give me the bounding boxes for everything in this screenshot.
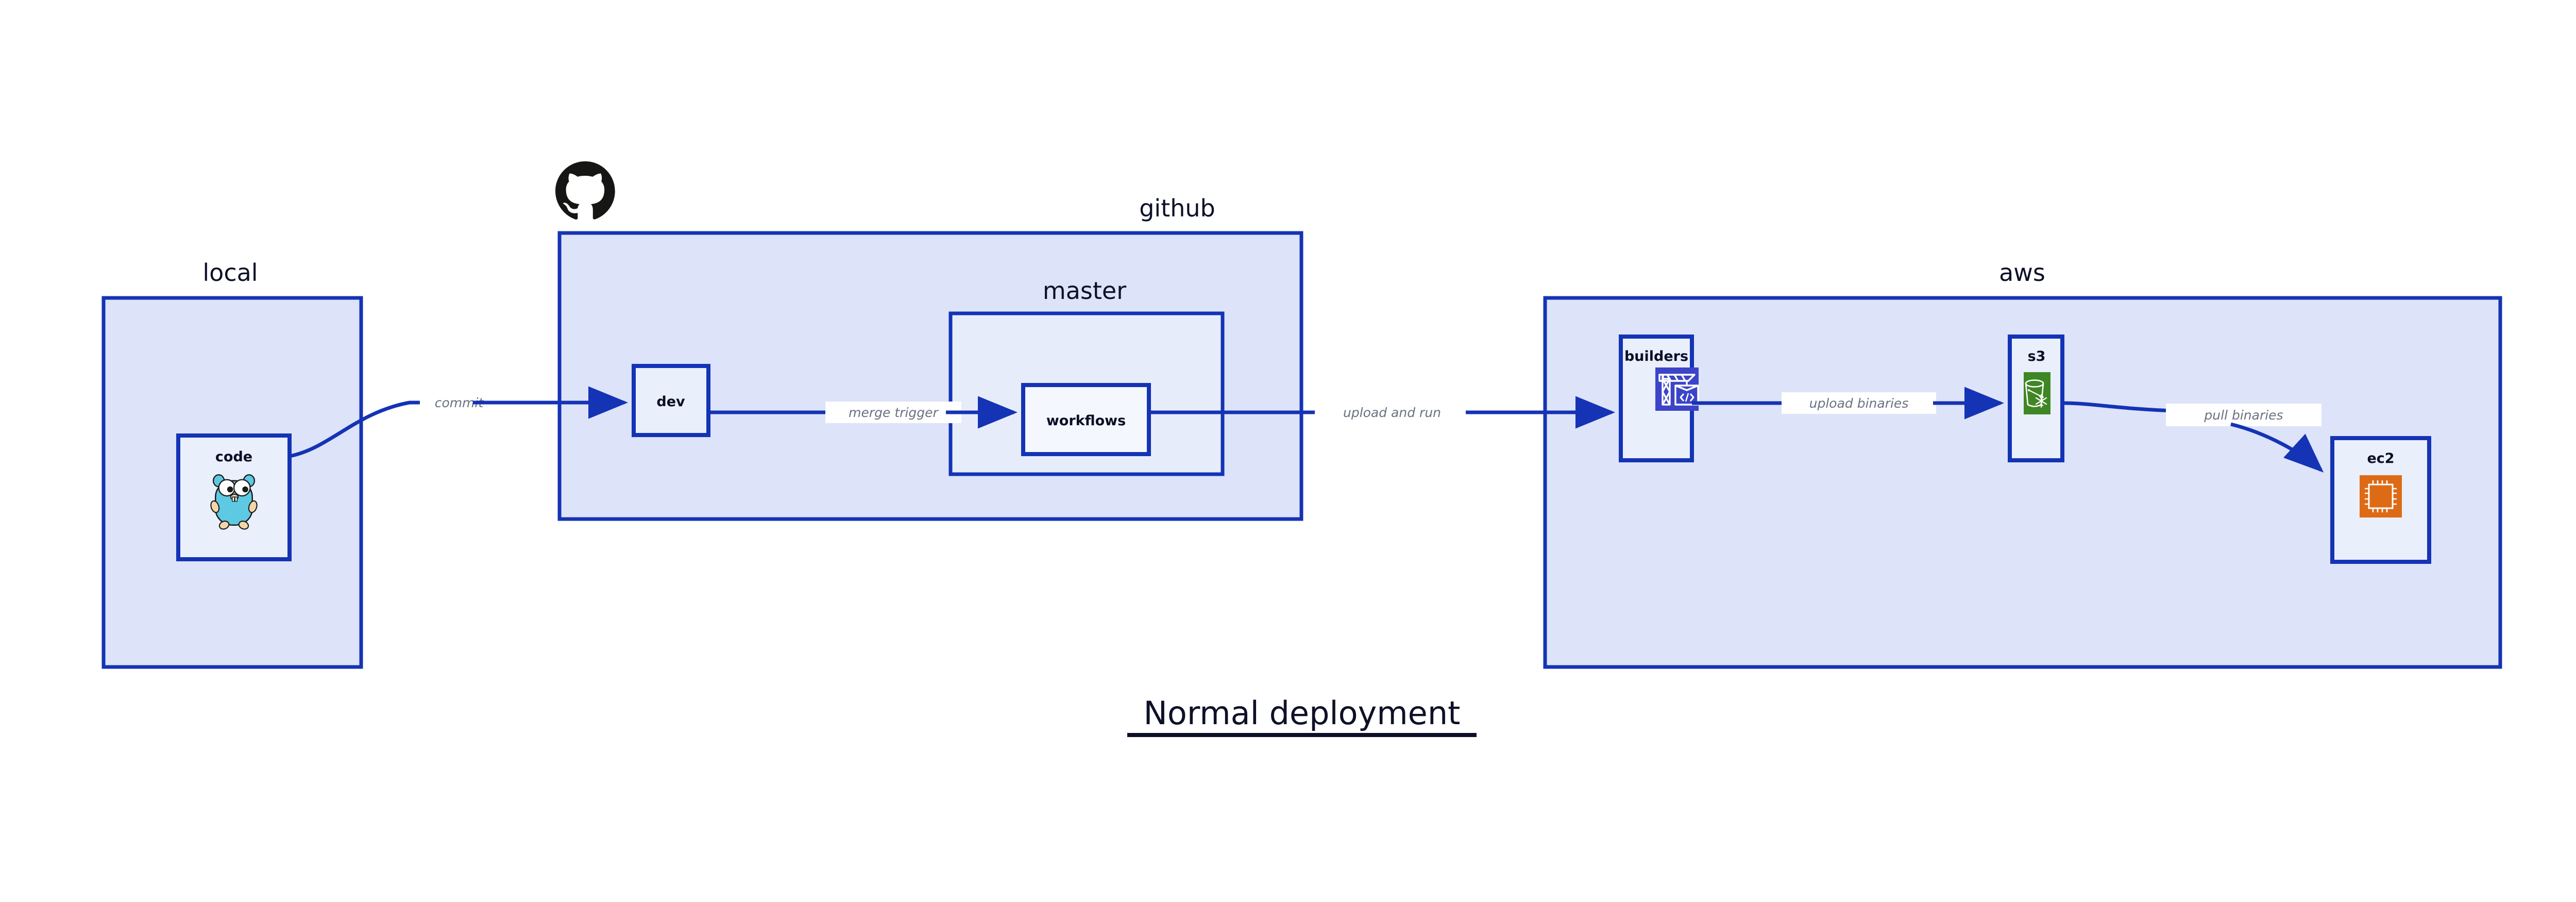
edge-label-pull-binaries: pull binaries bbox=[2204, 408, 2283, 423]
node-box-workflows[interactable] bbox=[1021, 383, 1151, 456]
edge-path-commit bbox=[289, 400, 446, 458]
node-code[interactable]: code bbox=[176, 433, 292, 561]
edge-merge-trigger: merge trigger bbox=[708, 396, 1018, 429]
node-label-dev: dev bbox=[656, 394, 685, 410]
node-ec2[interactable]: ec2 bbox=[2330, 436, 2431, 564]
group-local: local code bbox=[101, 259, 363, 669]
node-workflows[interactable]: workflows bbox=[1021, 383, 1151, 456]
aws-s3-glacier-icon bbox=[2024, 372, 2050, 414]
edge-commit: commit bbox=[289, 386, 628, 458]
diagram-title-underline bbox=[1127, 733, 1477, 737]
node-label-ec2: ec2 bbox=[2367, 450, 2394, 466]
group-label-github: github bbox=[1139, 194, 1215, 222]
edge-label-upload-binaries: upload binaries bbox=[1809, 396, 1909, 411]
node-label-s3: s3 bbox=[2028, 348, 2046, 364]
edge-label-bg-pull-binaries bbox=[2166, 404, 2321, 426]
edge-arrow-pull-binaries bbox=[2230, 422, 2324, 473]
edge-pull-binaries: pull binaries bbox=[2062, 401, 2324, 473]
node-label-workflows: workflows bbox=[1046, 413, 1126, 429]
edge-upload-and-run: upload and run bbox=[1149, 396, 1615, 429]
diagram-title: Normal deployment bbox=[1144, 694, 1461, 732]
group-label-aws: aws bbox=[1999, 259, 2045, 287]
node-box-dev[interactable] bbox=[632, 364, 710, 437]
edge-label-bg-merge-trigger bbox=[825, 402, 961, 423]
edge-label-bg-upload-binaries bbox=[1782, 392, 1936, 414]
node-label-code: code bbox=[215, 449, 252, 465]
node-dev[interactable]: dev bbox=[632, 364, 710, 437]
golang-gopher-icon bbox=[210, 474, 258, 530]
diagram-title-group: Normal deployment bbox=[1127, 694, 1477, 737]
edge-label-merge-trigger: merge trigger bbox=[849, 405, 939, 420]
group-aws: aws builders bbox=[1543, 259, 2502, 669]
node-builders[interactable]: builders bbox=[1619, 335, 1699, 462]
aws-codebuild-icon bbox=[1655, 368, 1699, 411]
edge-path-pull-binaries-left bbox=[2062, 401, 2174, 413]
edge-label-upload-and-run: upload and run bbox=[1343, 405, 1441, 420]
group-github: github master dev workflows bbox=[555, 161, 1303, 521]
github-octocat-logo bbox=[555, 161, 615, 220]
group-label-local: local bbox=[202, 259, 258, 287]
edge-upload-binaries: upload binaries bbox=[1692, 387, 2004, 420]
node-label-builders: builders bbox=[1624, 348, 1688, 364]
aws-ec2-icon bbox=[2360, 475, 2402, 517]
node-s3[interactable]: s3 bbox=[2008, 335, 2064, 462]
subgroup-label-master: master bbox=[1043, 277, 1126, 305]
edge-label-bg-upload-and-run bbox=[1315, 402, 1469, 423]
